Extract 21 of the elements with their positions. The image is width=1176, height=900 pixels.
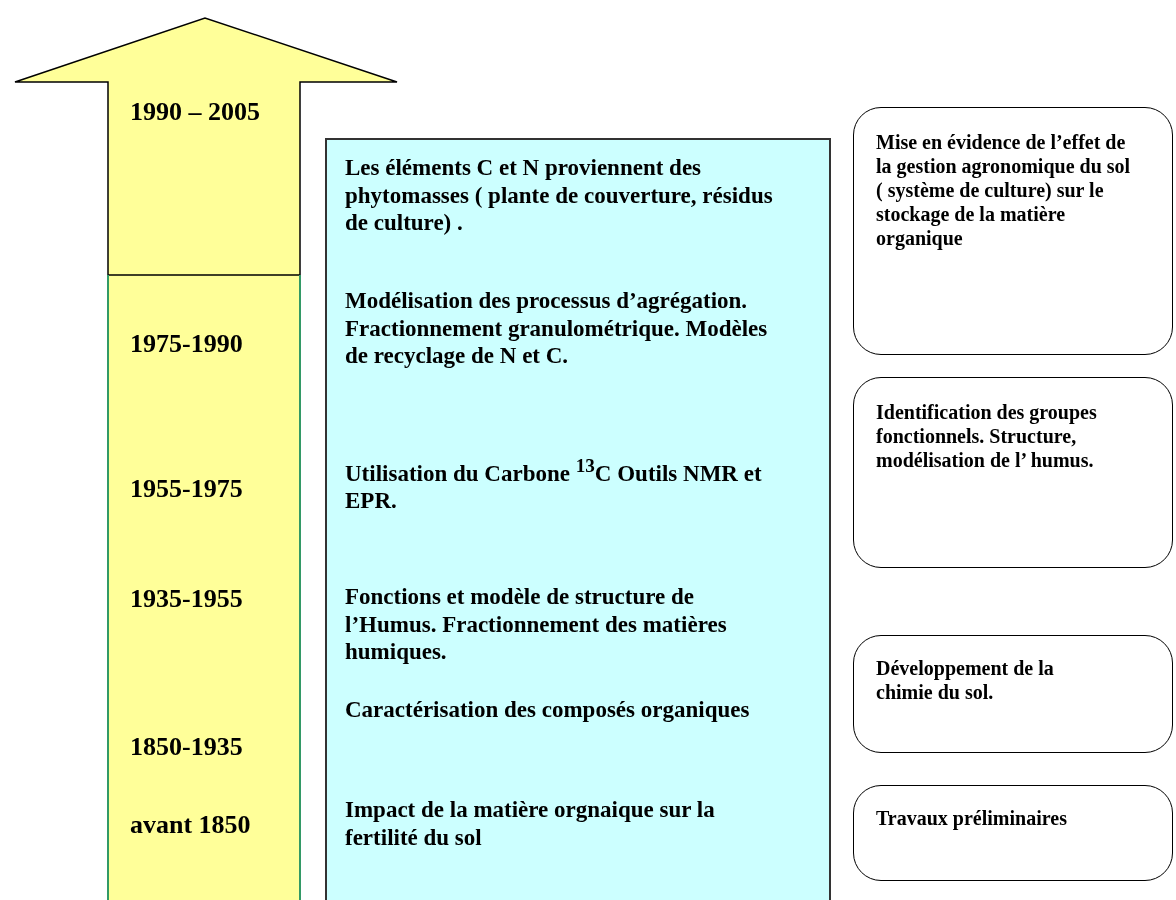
milestone-box	[853, 377, 1173, 568]
milestone-box	[853, 107, 1173, 355]
year-label: 1975-1990	[130, 328, 244, 360]
milestone-box	[853, 785, 1173, 881]
year-label: avant 1850	[130, 809, 252, 841]
period-panel	[325, 138, 831, 900]
milestone-text: Identification des groupes fonctionnels. Structure, modélisation de l’ humus.	[876, 400, 1098, 472]
year-label: 1850-1935	[130, 731, 244, 763]
year-label: 1955-1975	[130, 473, 244, 505]
research-text: Utilisation du Carbone $^{13}$C Outils NMR et EPR.	[345, 454, 763, 515]
research-text: Fonctions et modèle de structure de l’Humus. Fractionnement des matières humiques.	[345, 583, 728, 666]
research-text: Les éléments C et N proviennent des phytomasses ( plante de couverture, résidus de culture) .	[345, 154, 774, 237]
year-label: 1935-1955	[130, 583, 244, 615]
milestone-box	[853, 635, 1173, 753]
research-text: Caractérisation des composés organiques	[345, 696, 751, 724]
milestone-text: Mise en évidence de l’effet de la gestion agronomique du sol ( système de culture) sur le stockage de la matière organique	[876, 130, 1132, 250]
milestone-text: Développement de la chimie du sol.	[876, 656, 1055, 704]
year-label: 1990 – 2005	[130, 96, 261, 128]
milestone-text: Travaux préliminaires	[876, 806, 1068, 830]
research-text: Modélisation des processus d’agrégation. Fractionnement granulométrique. Modèles de recyclage de N et C.	[345, 287, 769, 370]
research-text: Impact de la matière orgnaique sur la fertilité du sol	[345, 796, 716, 852]
